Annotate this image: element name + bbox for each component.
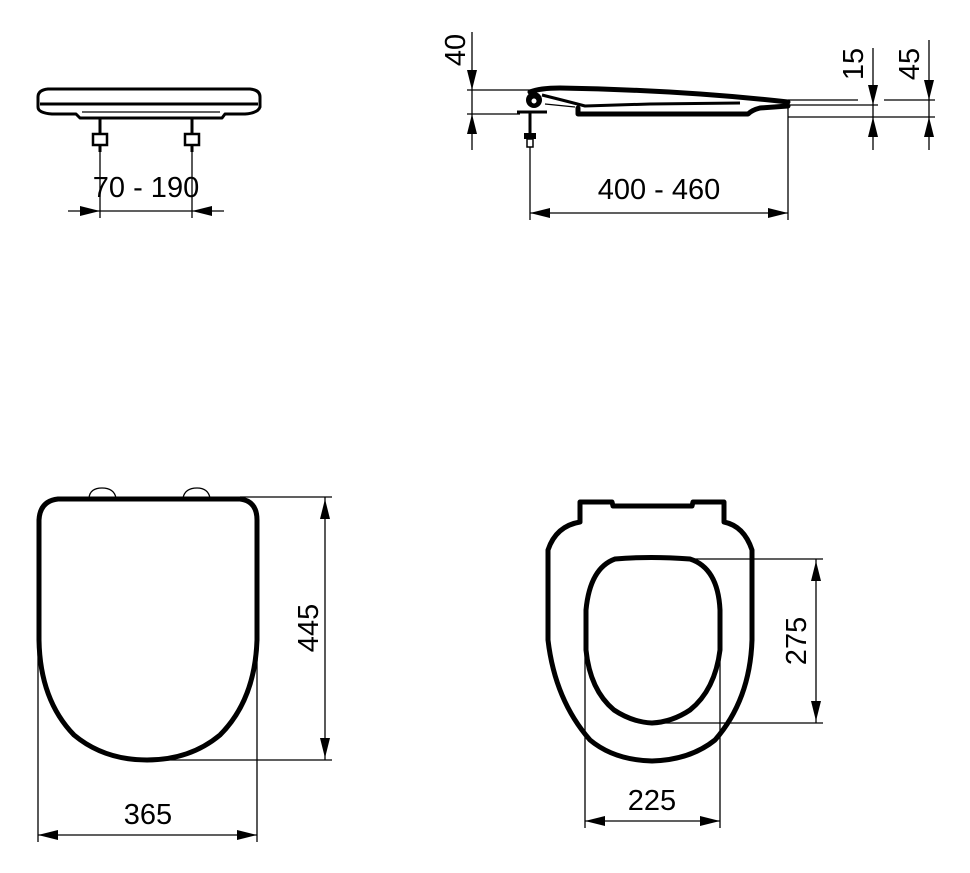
seat-front-profile bbox=[36, 87, 262, 120]
dim-opening-length: 275 bbox=[781, 617, 813, 665]
dim-front-height: 15 bbox=[838, 48, 870, 80]
hinge-bolt-right-icon bbox=[183, 118, 201, 152]
dim-lid-width: 365 bbox=[124, 799, 172, 831]
dim-total-height: 45 bbox=[894, 48, 926, 80]
hinge-bolt-left-icon bbox=[91, 118, 109, 152]
top-view-lid: 445 365 bbox=[36, 487, 332, 842]
side-view: 40 400 - 460 15 45 bbox=[440, 32, 935, 220]
dim-opening-width: 225 bbox=[628, 785, 676, 817]
dim-seat-length: 400 - 460 bbox=[598, 174, 721, 206]
dim-hinge-spacing: 70 - 190 bbox=[93, 172, 199, 204]
top-view-seat: 275 225 bbox=[545, 499, 823, 828]
dim-lid-length: 445 bbox=[293, 604, 325, 652]
dim-hinge-height: 40 bbox=[440, 34, 472, 66]
front-view: 70 - 190 bbox=[36, 87, 262, 218]
